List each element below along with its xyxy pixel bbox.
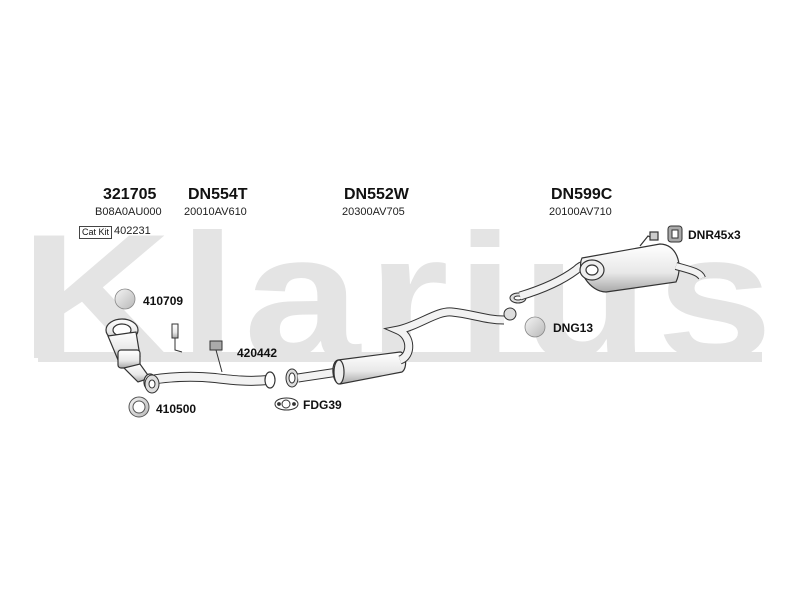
- middle-flange: [285, 368, 299, 388]
- rubber-mount-icon: [667, 225, 683, 243]
- rear-silencer: [518, 231, 706, 301]
- callout-410500: 410500: [156, 402, 197, 416]
- flange-gasket: [144, 374, 160, 394]
- gasket-icon-dng13: [524, 316, 546, 338]
- sensor-bracket: [171, 323, 223, 373]
- gasket-icon-410709: [114, 288, 136, 310]
- part-number-dn552w: DN552W: [344, 186, 409, 203]
- callout-dng13: DNG13: [553, 321, 594, 335]
- callout-420442: 420442: [237, 346, 278, 360]
- oe-number-dn554t: 20010AV610: [184, 206, 247, 218]
- centre-silencer: [297, 307, 505, 385]
- callout-410709: 410709: [143, 294, 184, 308]
- part-number-dn599c: DN599C: [551, 186, 613, 203]
- cat-kit-label: Cat Kit: [79, 226, 113, 239]
- flange-icon-fdg39: [274, 397, 299, 411]
- oe-number-321705: B08A0AU000: [95, 206, 162, 218]
- oe-number-dn599c: 20100AV710: [549, 206, 612, 218]
- callout-fdg39: FDG39: [303, 398, 342, 412]
- catalytic-converter: [105, 318, 151, 383]
- oe-number-dn552w: 20300AV705: [342, 206, 405, 218]
- part-number-321705: 321705: [103, 186, 157, 203]
- cat-kit-value: 402231: [114, 225, 151, 237]
- callout-dnr45x3: DNR45x3: [688, 228, 741, 242]
- ring-icon-410500: [128, 396, 150, 418]
- part-number-dn554t: DN554T: [188, 186, 248, 203]
